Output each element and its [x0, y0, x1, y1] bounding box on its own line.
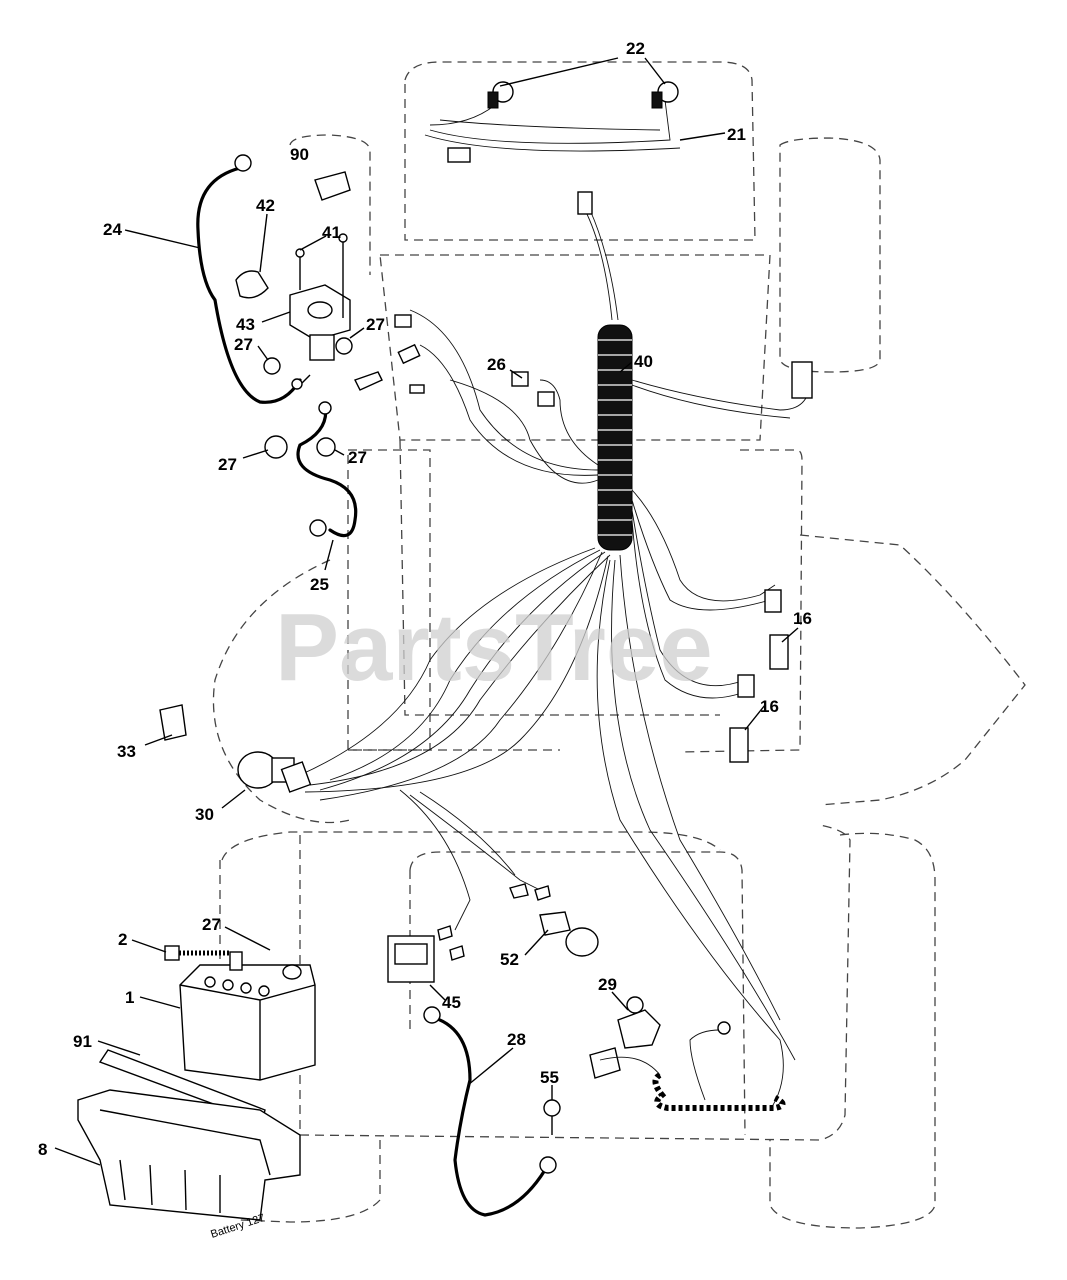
callout-43: 43: [236, 315, 255, 334]
solenoid-assembly: [235, 171, 383, 459]
callout-42: 42: [256, 196, 275, 215]
callout-16-a: 16: [793, 609, 812, 628]
callout-26: 26: [487, 355, 506, 374]
callout-24: 24: [103, 220, 122, 239]
callout-8: 8: [38, 1140, 47, 1159]
callout-21: 21: [727, 125, 746, 144]
battery-group: [77, 945, 316, 1221]
callout-28: 28: [507, 1030, 526, 1049]
leader-lines: [54, 57, 799, 1166]
callout-1: 1: [125, 988, 134, 1007]
callout-29: 29: [598, 975, 617, 994]
callout-91: 91: [73, 1032, 92, 1051]
callout-16-b: 16: [760, 697, 779, 716]
callout-22: 22: [626, 39, 645, 58]
callout-2: 2: [118, 930, 127, 949]
callout-27-e: 27: [202, 915, 221, 934]
callout-33: 33: [117, 742, 136, 761]
callout-40: 40: [634, 352, 653, 371]
lower-components: [387, 883, 786, 1135]
headlight-harness: [424, 81, 681, 163]
callout-41: 41: [322, 223, 341, 242]
callout-55: 55: [540, 1068, 559, 1087]
callout-27-b: 27: [234, 335, 253, 354]
partstree-watermark: PartsTree: [275, 594, 713, 701]
callout-25: 25: [310, 575, 329, 594]
callout-27-c: 27: [218, 455, 237, 474]
callout-27-d: 27: [348, 448, 367, 467]
callout-90: 90: [290, 145, 309, 164]
callout-52: 52: [500, 950, 519, 969]
callout-labels: 22 21 90 42 41 24 43 27 27 27 27 40 26 2…: [38, 39, 812, 1159]
main-harness: [299, 191, 813, 1111]
battery-cables: [196, 154, 557, 1217]
callout-30: 30: [195, 805, 214, 824]
ignition-switch: [159, 704, 312, 793]
callout-45: 45: [442, 993, 461, 1012]
callout-27-a: 27: [366, 315, 385, 334]
